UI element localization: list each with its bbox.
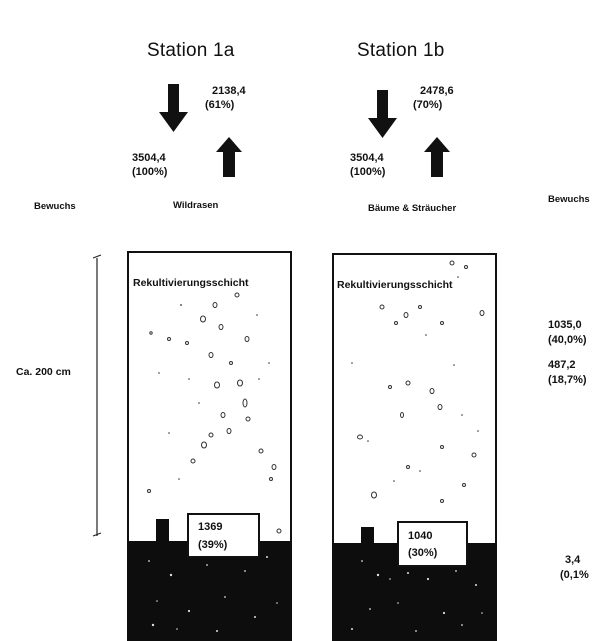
- right-value-1: 1035,0: [548, 318, 582, 332]
- station-1a-runoff-value: 1369: [198, 520, 222, 534]
- station-1b-in-pct: (70%): [413, 98, 442, 112]
- station-1b-precip-pct: (100%): [350, 165, 385, 179]
- bewuchs-label-right: Bewuchs: [548, 194, 590, 205]
- precipitation-arrow-icon: [366, 90, 400, 140]
- station-1b-particles: [334, 255, 495, 543]
- right-pct-1: (40,0%): [548, 333, 587, 347]
- station-1a-in-value: 2138,4: [212, 84, 246, 98]
- station-1b-runoff-value: 1040: [408, 529, 432, 543]
- evapotranspiration-arrow-icon: [423, 137, 453, 179]
- station-1a-runoff-pct: (39%): [198, 538, 227, 552]
- station-1b-precip-value: 3504,4: [350, 151, 384, 165]
- right-pct-3: (0,1%: [560, 568, 589, 582]
- station-1a-particles: [129, 253, 290, 541]
- station-1a-title: Station 1a: [147, 40, 235, 62]
- station-1b-in-value: 2478,6: [420, 84, 454, 98]
- depth-indicator: [88, 252, 108, 542]
- station-1a-precip-pct: (100%): [132, 165, 167, 179]
- depth-label: Ca. 200 cm: [16, 366, 71, 378]
- station-1b-title: Station 1b: [357, 40, 445, 62]
- right-pct-2: (18,7%): [548, 373, 587, 387]
- right-value-3: 3,4: [565, 553, 580, 567]
- station-1b-runoff-box: [397, 521, 468, 567]
- station-1a-in-pct: (61%): [205, 98, 234, 112]
- station-1b-runoff-pct: (30%): [408, 546, 437, 560]
- precipitation-arrow-icon: [157, 84, 191, 134]
- station-1b-vegetation: Bäume & Sträucher: [368, 203, 456, 214]
- bewuchs-label-left: Bewuchs: [34, 201, 76, 212]
- station-1a-precip-value: 3504,4: [132, 151, 166, 165]
- right-value-2: 487,2: [548, 358, 576, 372]
- station-1a-drain-pipe: [156, 519, 169, 543]
- evapotranspiration-arrow-icon: [215, 137, 245, 179]
- station-1a-vegetation: Wildrasen: [173, 200, 218, 211]
